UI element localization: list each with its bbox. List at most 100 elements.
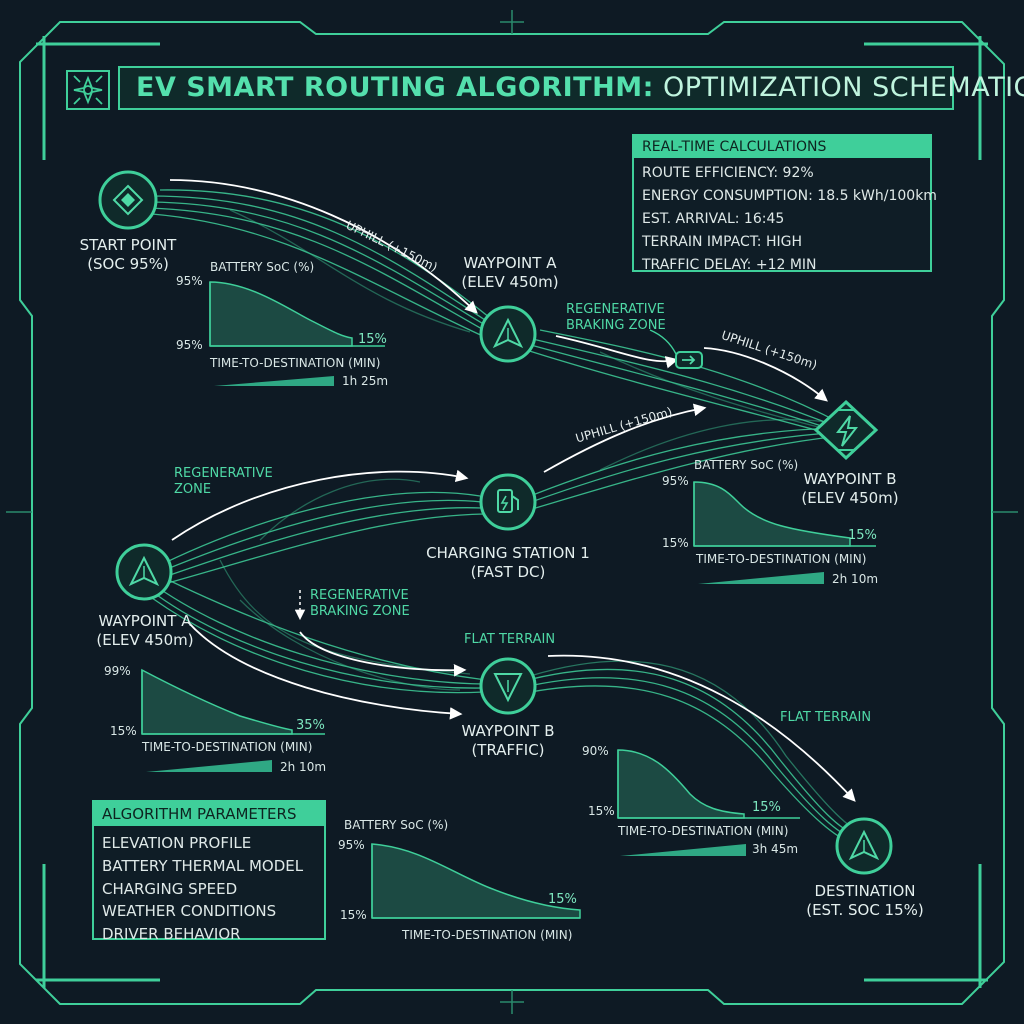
chart1-end-value: 15% [358,332,387,347]
waypoint-a-left-label: WAYPOINT A (ELEV 450m) [86,612,204,650]
realtime-panel: REAL-TIME CALCULATIONS ROUTE EFFICIENCY:… [632,134,937,273]
regen-zone-label: REGENERATIVE ZONE [174,466,273,499]
realtime-row: TERRAIN IMPACT: HIGH [642,233,802,250]
realtime-header: REAL-TIME CALCULATIONS [634,136,930,158]
waypoint-a-top-node [479,305,537,363]
chart2-ttd-label: TIME-TO-DESTINATION (MIN) [696,552,867,566]
chart3-y-top: 99% [104,664,131,678]
down-triangle-icon [493,673,523,703]
waypoint-a-top-label: WAYPOINT A (ELEV 450m) [440,254,580,292]
regen-zone-line2: ZONE [174,482,212,498]
title-part1: EV SMART ROUTING ALGORITHM: [136,72,654,103]
chart4-y-top: 90% [582,744,609,758]
start-label: START POINT (SOC 95%) [62,236,194,274]
route-bundle-3 [149,418,843,589]
waypoint-a-top-line2: (ELEV 450m) [461,272,559,291]
params-row: ELEVATION PROFILE [102,834,252,852]
title-part2: OPTIMIZATION SCHEMATIC [662,72,1024,103]
destination-label: DESTINATION (EST. SOC 15%) [800,882,930,920]
flat-terrain-label: FLAT TERRAIN [780,710,872,725]
params-row: DRIVER BEHAVIOR [102,925,241,943]
chart3-ttd-value: 2h 10m [280,760,327,774]
mini-chart-5 [371,843,581,919]
route-bundle-4 [149,559,487,694]
waypoint-b-right-label: WAYPOINT B (ELEV 450m) [790,470,910,508]
waypoint-a-top-line1: WAYPOINT A [463,254,557,272]
route-bundle-1 [149,189,501,343]
regen-braking-label: REGENERATIVE BRAKING ZONE [310,588,410,621]
start-node [98,170,158,230]
chart1-y-top: 95% [176,274,203,288]
start-label-line1: START POINT [79,236,177,254]
mini-chart-3 [141,668,325,772]
realtime-row: ROUTE EFFICIENCY: 92% [642,165,814,181]
chart3-end-value: 35% [296,718,325,733]
compass-logo-icon [73,75,103,105]
chart1-title: BATTERY SoC (%) [210,260,315,274]
chart5-title: BATTERY SoC (%) [344,818,449,832]
destination-label-line2: (EST. SOC 15%) [806,900,924,919]
chart5-end-value: 15% [548,892,577,907]
destination-node [835,817,893,875]
realtime-row: TRAFFIC DELAY: +12 MIN [642,256,817,273]
logo-box [66,70,110,110]
chart4-y-bottom: 15% [588,804,615,818]
hud-frame [19,21,1005,1005]
regen-braking-line2: BRAKING ZONE [310,604,410,620]
params-row: CHARGING SPEED [102,879,238,898]
regen-braking-line1: REGENERATIVE [566,302,665,317]
realtime-row: ENERGY CONSUMPTION: 18.5 kWh/100km [642,187,937,204]
chart5-ttd-label: TIME-TO-DESTINATION (MIN) [402,928,573,942]
chart3-y-bottom: 15% [110,724,137,738]
chart5-y-bottom: 15% [340,908,367,922]
waypoint-b-traffic-line2: (TRAFFIC) [471,740,545,759]
chart2-title: BATTERY SoC (%) [694,458,799,472]
charging-label: CHARGING STATION 1 (FAST DC) [414,544,602,582]
mini-chart-4 [617,749,800,856]
params-panel: ALGORITHM PARAMETERS ELEVATION PROFILE B… [92,800,326,943]
waypoint-a-left-line1: WAYPOINT A [98,612,192,630]
params-row: WEATHER CONDITIONS [102,902,277,921]
chart2-ttd-value: 2h 10m [832,572,879,586]
lightning-icon [836,415,859,447]
flat-terrain-label: FLAT TERRAIN [464,632,556,647]
frame-crosshairs [6,10,1018,1014]
route-bundle-5 [519,660,861,845]
route-arrows [169,179,856,802]
waypoint-a-left-line2: (ELEV 450m) [96,630,194,649]
battery-arrow-icon [675,351,703,369]
waypoint-b-right-line1: WAYPOINT B [803,470,897,488]
regen-braking-label: REGENERATIVE BRAKING ZONE [566,302,666,335]
navigation-triangle-icon [128,555,160,587]
waypoint-a-left-node [115,543,173,601]
chart1-ttd-value: 1h 25m [342,374,389,388]
chart2-y-top: 95% [662,474,689,488]
params-row: BATTERY THERMAL MODEL [102,856,304,875]
charging-label-line2: (FAST DC) [470,562,546,581]
regen-zone-line1: REGENERATIVE [174,466,273,481]
chart4-end-value: 15% [752,800,781,815]
charging-station-node [479,473,537,531]
chart5-y-top: 95% [338,838,365,852]
realtime-row: EST. ARRIVAL: 16:45 [642,210,785,227]
ev-charger-icon [497,489,519,513]
page-title: EV SMART ROUTING ALGORITHM: OPTIMIZATION… [136,72,1024,103]
waypoint-b-right-node [813,399,879,461]
mini-chart-2 [693,481,876,584]
start-label-line2: (SOC 95%) [87,254,169,273]
chart1-y-bottom: 95% [176,338,203,352]
regen-braking-line1: REGENERATIVE [310,588,409,603]
waypoint-b-traffic-node [479,657,537,715]
chart1-ttd-label: TIME-TO-DESTINATION (MIN) [210,356,381,370]
chart2-y-bottom: 15% [662,536,689,550]
chart2-end-value: 15% [848,528,877,543]
regen-braking-line2: BRAKING ZONE [566,318,666,334]
mini-chart-1 [209,281,385,386]
navigation-triangle-icon [848,829,880,861]
title-box [118,66,954,110]
waypoint-b-traffic-line1: WAYPOINT B [461,722,555,740]
destination-label-line1: DESTINATION [814,882,916,900]
navigation-triangle-icon [492,317,524,349]
